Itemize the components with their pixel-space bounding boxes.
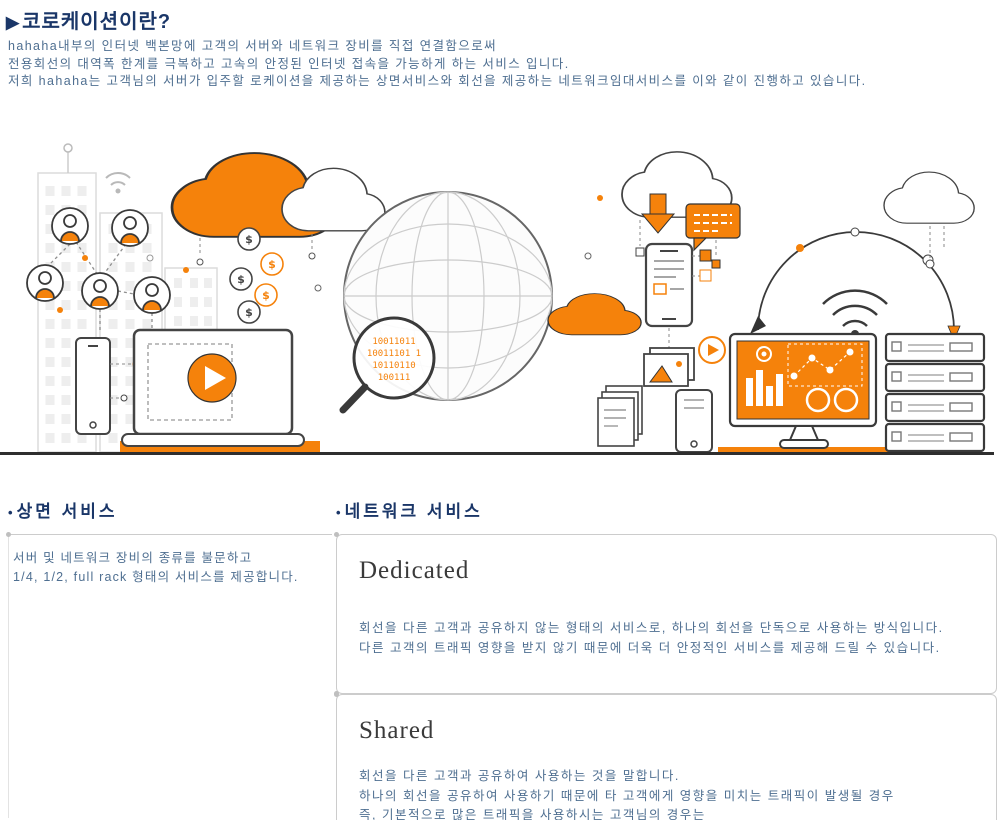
chat-bubble-icon (685, 203, 741, 252)
cloud-small-orange-icon (547, 292, 642, 336)
title-arrow-icon: ▶ (6, 13, 21, 32)
section-floor-service: •상면 서비스 서버 및 네트워크 장비의 종류를 불문하고 1/4, 1/2,… (6, 497, 332, 818)
user-network (26, 207, 171, 336)
photos-icon (643, 336, 726, 387)
svg-text:$: $ (262, 289, 270, 302)
intro-line: 전용회선의 대역폭 한계를 극복하고 고속의 안정된 인터넷 접속을 가능하게 … (8, 56, 570, 71)
floor-service-title: 상면 서비스 (16, 502, 118, 521)
svg-text:10110110: 10110110 (372, 361, 415, 371)
page-header: ▶코로케이션이란? (6, 5, 171, 34)
svg-text:$: $ (245, 306, 253, 319)
svg-text:$: $ (268, 258, 276, 271)
dedicated-title: Dedicated (359, 557, 470, 584)
svg-text:$: $ (237, 273, 245, 286)
colocation-illustration: $ $ $ $ $ (0, 138, 1000, 460)
intro-paragraph: hahaha내부의 인터넷 백본망에 고객의 서버와 네트워크 장비를 직접 연… (8, 38, 867, 91)
decor-dots (183, 195, 603, 292)
bullet-icon: • (336, 505, 341, 520)
svg-text:$: $ (245, 233, 253, 246)
floor-service-box: 서버 및 네트워크 장비의 종류를 불문하고 1/4, 1/2, full ra… (6, 532, 332, 818)
network-service-title: 네트워크 서비스 (344, 502, 483, 521)
phone-small-icon (675, 389, 713, 453)
dedicated-text: 회선을 다른 고객과 공유하지 않는 형태의 서비스로, 하나의 회선을 단독으… (359, 619, 974, 658)
floor-service-line: 서버 및 네트워크 장비의 종류를 불문하고 (13, 551, 253, 565)
wifi-small-icon (105, 172, 131, 194)
coins-icon: $ $ $ $ $ (229, 227, 284, 324)
dedicated-line: 다른 고객의 트래픽 영향을 받지 않기 때문에 더욱 더 안정적인 서비스를 … (359, 640, 941, 655)
shared-line: 하나의 회선을 공유하여 사용하기 때문에 타 고객에게 영향을 미치는 트래픽… (359, 788, 895, 803)
phone-icon (75, 337, 140, 435)
svg-text:100111: 100111 (378, 373, 411, 383)
svg-text:10011011: 10011011 (372, 337, 415, 347)
documents-icon (597, 385, 643, 447)
network-service-heading: •네트워크 서비스 (336, 497, 997, 522)
bullet-icon: • (8, 505, 13, 520)
laptop-icon (120, 328, 320, 452)
svg-text:10011101 1: 10011101 1 (367, 349, 421, 359)
floor-service-line: 1/4, 1/2, full rack 형태의 서비스를 제공합니다. (13, 570, 299, 584)
floor-service-heading: •상면 서비스 (8, 497, 332, 522)
network-arc (750, 203, 961, 342)
cloud-orange-icon (170, 151, 386, 266)
cloud-right-icon (883, 171, 975, 269)
avatar (26, 207, 171, 314)
section-network-service: •네트워크 서비스 Dedicated 회선을 다른 고객과 공유하지 않는 형… (334, 497, 997, 820)
intro-line: hahaha내부의 인터넷 백본망에 고객의 서버와 네트워크 장비를 직접 연… (8, 39, 497, 53)
ground-line (0, 452, 994, 455)
document-phone-icon (644, 242, 712, 350)
shared-title: Shared (359, 717, 435, 744)
dedicated-line: 회선을 다른 고객과 공유하지 않는 형태의 서비스로, 하나의 회선을 단독으… (359, 621, 944, 635)
card-dedicated: Dedicated 회선을 다른 고객과 공유하지 않는 형태의 서비스로, 하… (334, 532, 997, 696)
download-cloud-icon (621, 150, 733, 269)
monitor-icon (718, 332, 893, 453)
shared-line: 회선을 다른 고객과 공유하여 사용하는 것을 말합니다. (359, 769, 680, 783)
shared-line: 즉, 기본적으로 많은 트래픽을 사용하시는 고객님의 경우는 (359, 808, 706, 820)
shared-text: 회선을 다른 고객과 공유하여 사용하는 것을 말합니다. 하나의 회선을 공유… (359, 767, 974, 820)
server-rack-icon (884, 332, 986, 453)
wifi-icon (822, 289, 888, 338)
magnifier-icon: 10011011 10011101 1 10110110 100111 (339, 316, 436, 414)
intro-line: 저희 hahaha는 고객님의 서버가 입주할 로케이션을 제공하는 상면서비스… (8, 74, 867, 88)
page-title-text: 코로케이션이란? (22, 11, 172, 33)
card-shared: Shared 회선을 다른 고객과 공유하여 사용하는 것을 말합니다. 하나의… (334, 692, 997, 820)
page-title: ▶코로케이션이란? (6, 5, 171, 34)
